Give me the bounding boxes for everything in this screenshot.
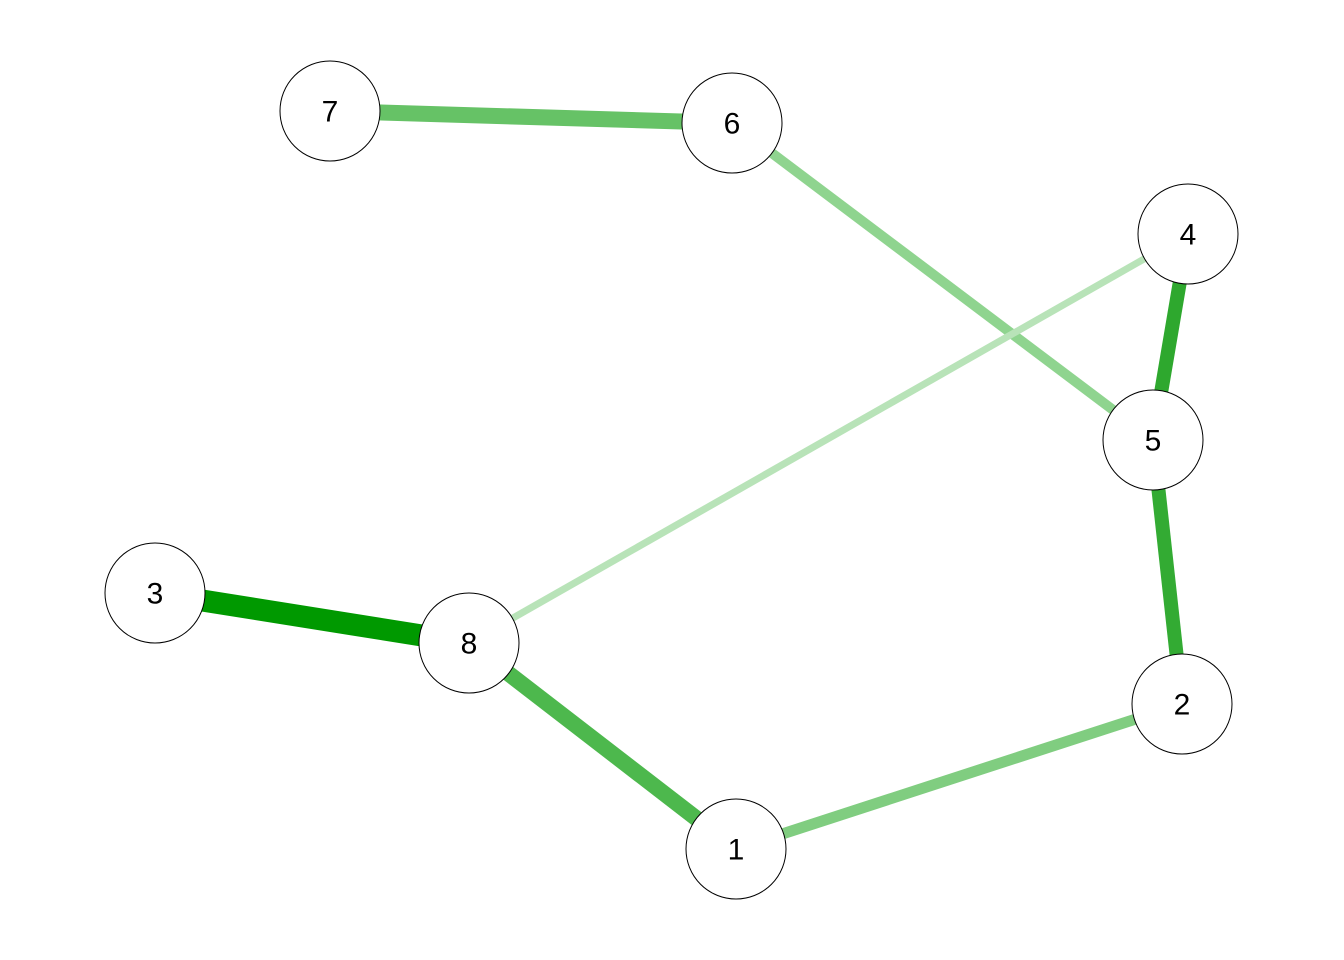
edges-layer [153, 103, 1195, 856]
edge-1-2 [734, 698, 1184, 855]
node-circle[interactable] [418, 592, 520, 694]
node-5[interactable]: 5 [1102, 389, 1204, 491]
node-8[interactable]: 8 [418, 592, 520, 694]
node-circle[interactable] [1102, 389, 1204, 491]
edge-6-5 [728, 119, 1157, 444]
node-1[interactable]: 1 [685, 798, 787, 900]
node-label: 2 [1174, 689, 1191, 722]
nodes-layer: 1 2 3 4 5 6 7 8 [104, 60, 1239, 900]
edge-8-1 [464, 636, 741, 856]
node-circle[interactable] [104, 542, 206, 644]
node-label: 5 [1145, 425, 1162, 458]
node-label: 4 [1180, 219, 1197, 252]
node-label: 6 [724, 108, 741, 141]
node-2[interactable]: 2 [1131, 653, 1233, 755]
edge-4-8 [467, 230, 1190, 647]
node-circle[interactable] [685, 798, 787, 900]
node-label: 3 [147, 578, 164, 611]
node-7[interactable]: 7 [279, 60, 381, 162]
node-label: 1 [728, 834, 745, 867]
node-3[interactable]: 3 [104, 542, 206, 644]
node-label: 8 [461, 628, 478, 661]
node-circle[interactable] [279, 60, 381, 162]
edge-3-8 [153, 582, 471, 654]
node-circle[interactable] [681, 72, 783, 174]
node-circle[interactable] [1131, 653, 1233, 755]
edge-7-6 [329, 103, 733, 131]
node-4[interactable]: 4 [1137, 183, 1239, 285]
node-6[interactable]: 6 [681, 72, 783, 174]
node-label: 7 [322, 96, 339, 129]
node-circle[interactable] [1137, 183, 1239, 285]
